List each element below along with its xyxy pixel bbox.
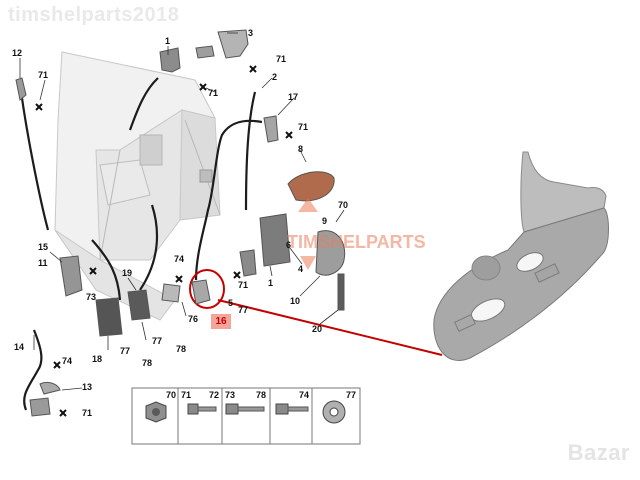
highlight-circle (189, 269, 225, 309)
brand-logo: Bazar (567, 440, 630, 465)
watermark: timshelparts2018 (8, 4, 180, 26)
callout-4: 4 (298, 264, 303, 274)
legend-label-73: 73 (225, 390, 236, 400)
watermark-logo-icon (298, 198, 318, 270)
callout-10: 10 (290, 296, 300, 306)
callout-17: 17 (288, 92, 298, 102)
callout-5: 5 (228, 298, 233, 308)
callout-3: 3 (248, 28, 253, 38)
screw-markers (35, 65, 293, 417)
legend-label-72: 72 (209, 390, 220, 400)
legend-label-77: 77 (346, 390, 357, 400)
callout-20: 20 (312, 324, 322, 334)
callout-78: 78 (176, 344, 186, 354)
callout-2: 2 (272, 72, 277, 82)
legend-label-70: 70 (166, 390, 177, 400)
callout-78: 78 (142, 358, 152, 368)
leader-lines (19, 32, 345, 391)
legend-label-74: 74 (299, 390, 310, 400)
callout-1: 1 (268, 278, 273, 288)
callout-71: 71 (276, 54, 286, 64)
callout-1: 1 (165, 36, 170, 46)
center-watermark-logo: TIMSHELPARTS (287, 232, 426, 252)
callout-73: 73 (86, 292, 96, 302)
legend-label-71: 71 (181, 390, 192, 400)
callout-70: 70 (338, 200, 348, 210)
callout-77: 77 (152, 336, 162, 346)
callout-74: 74 (62, 356, 72, 366)
legend-label-78: 78 (256, 390, 267, 400)
callout-15: 15 (38, 242, 48, 252)
cables (20, 77, 263, 411)
callout-6: 6 (286, 240, 291, 250)
callout-11: 11 (38, 258, 48, 268)
callout-71: 71 (238, 280, 248, 290)
callout-71: 71 (298, 122, 308, 132)
pointer-line (217, 299, 443, 356)
callout-19: 19 (122, 268, 132, 278)
callout-76: 76 (188, 314, 198, 324)
callout-12: 12 (12, 48, 22, 58)
callout-77: 77 (120, 346, 130, 356)
callout-18: 18 (92, 354, 102, 364)
callout-71: 71 (82, 408, 92, 418)
van-body (54, 51, 221, 321)
callout-9: 9 (322, 216, 327, 226)
callout-74: 74 (174, 254, 184, 264)
fastener-legend (131, 387, 361, 445)
callout-8: 8 (298, 144, 303, 154)
callout-71: 71 (208, 88, 218, 98)
highlight-callout-16: 16 (211, 314, 231, 329)
callout-77: 77 (238, 305, 248, 315)
bracket-part-16 (433, 151, 609, 361)
small-parts (15, 29, 346, 417)
callout-14: 14 (14, 342, 24, 352)
callout-71: 71 (38, 70, 48, 80)
callout-13: 13 (82, 382, 92, 392)
callouts: 12 71 1 3 71 71 2 17 71 8 70 9 6 4 1 10 … (12, 28, 348, 418)
